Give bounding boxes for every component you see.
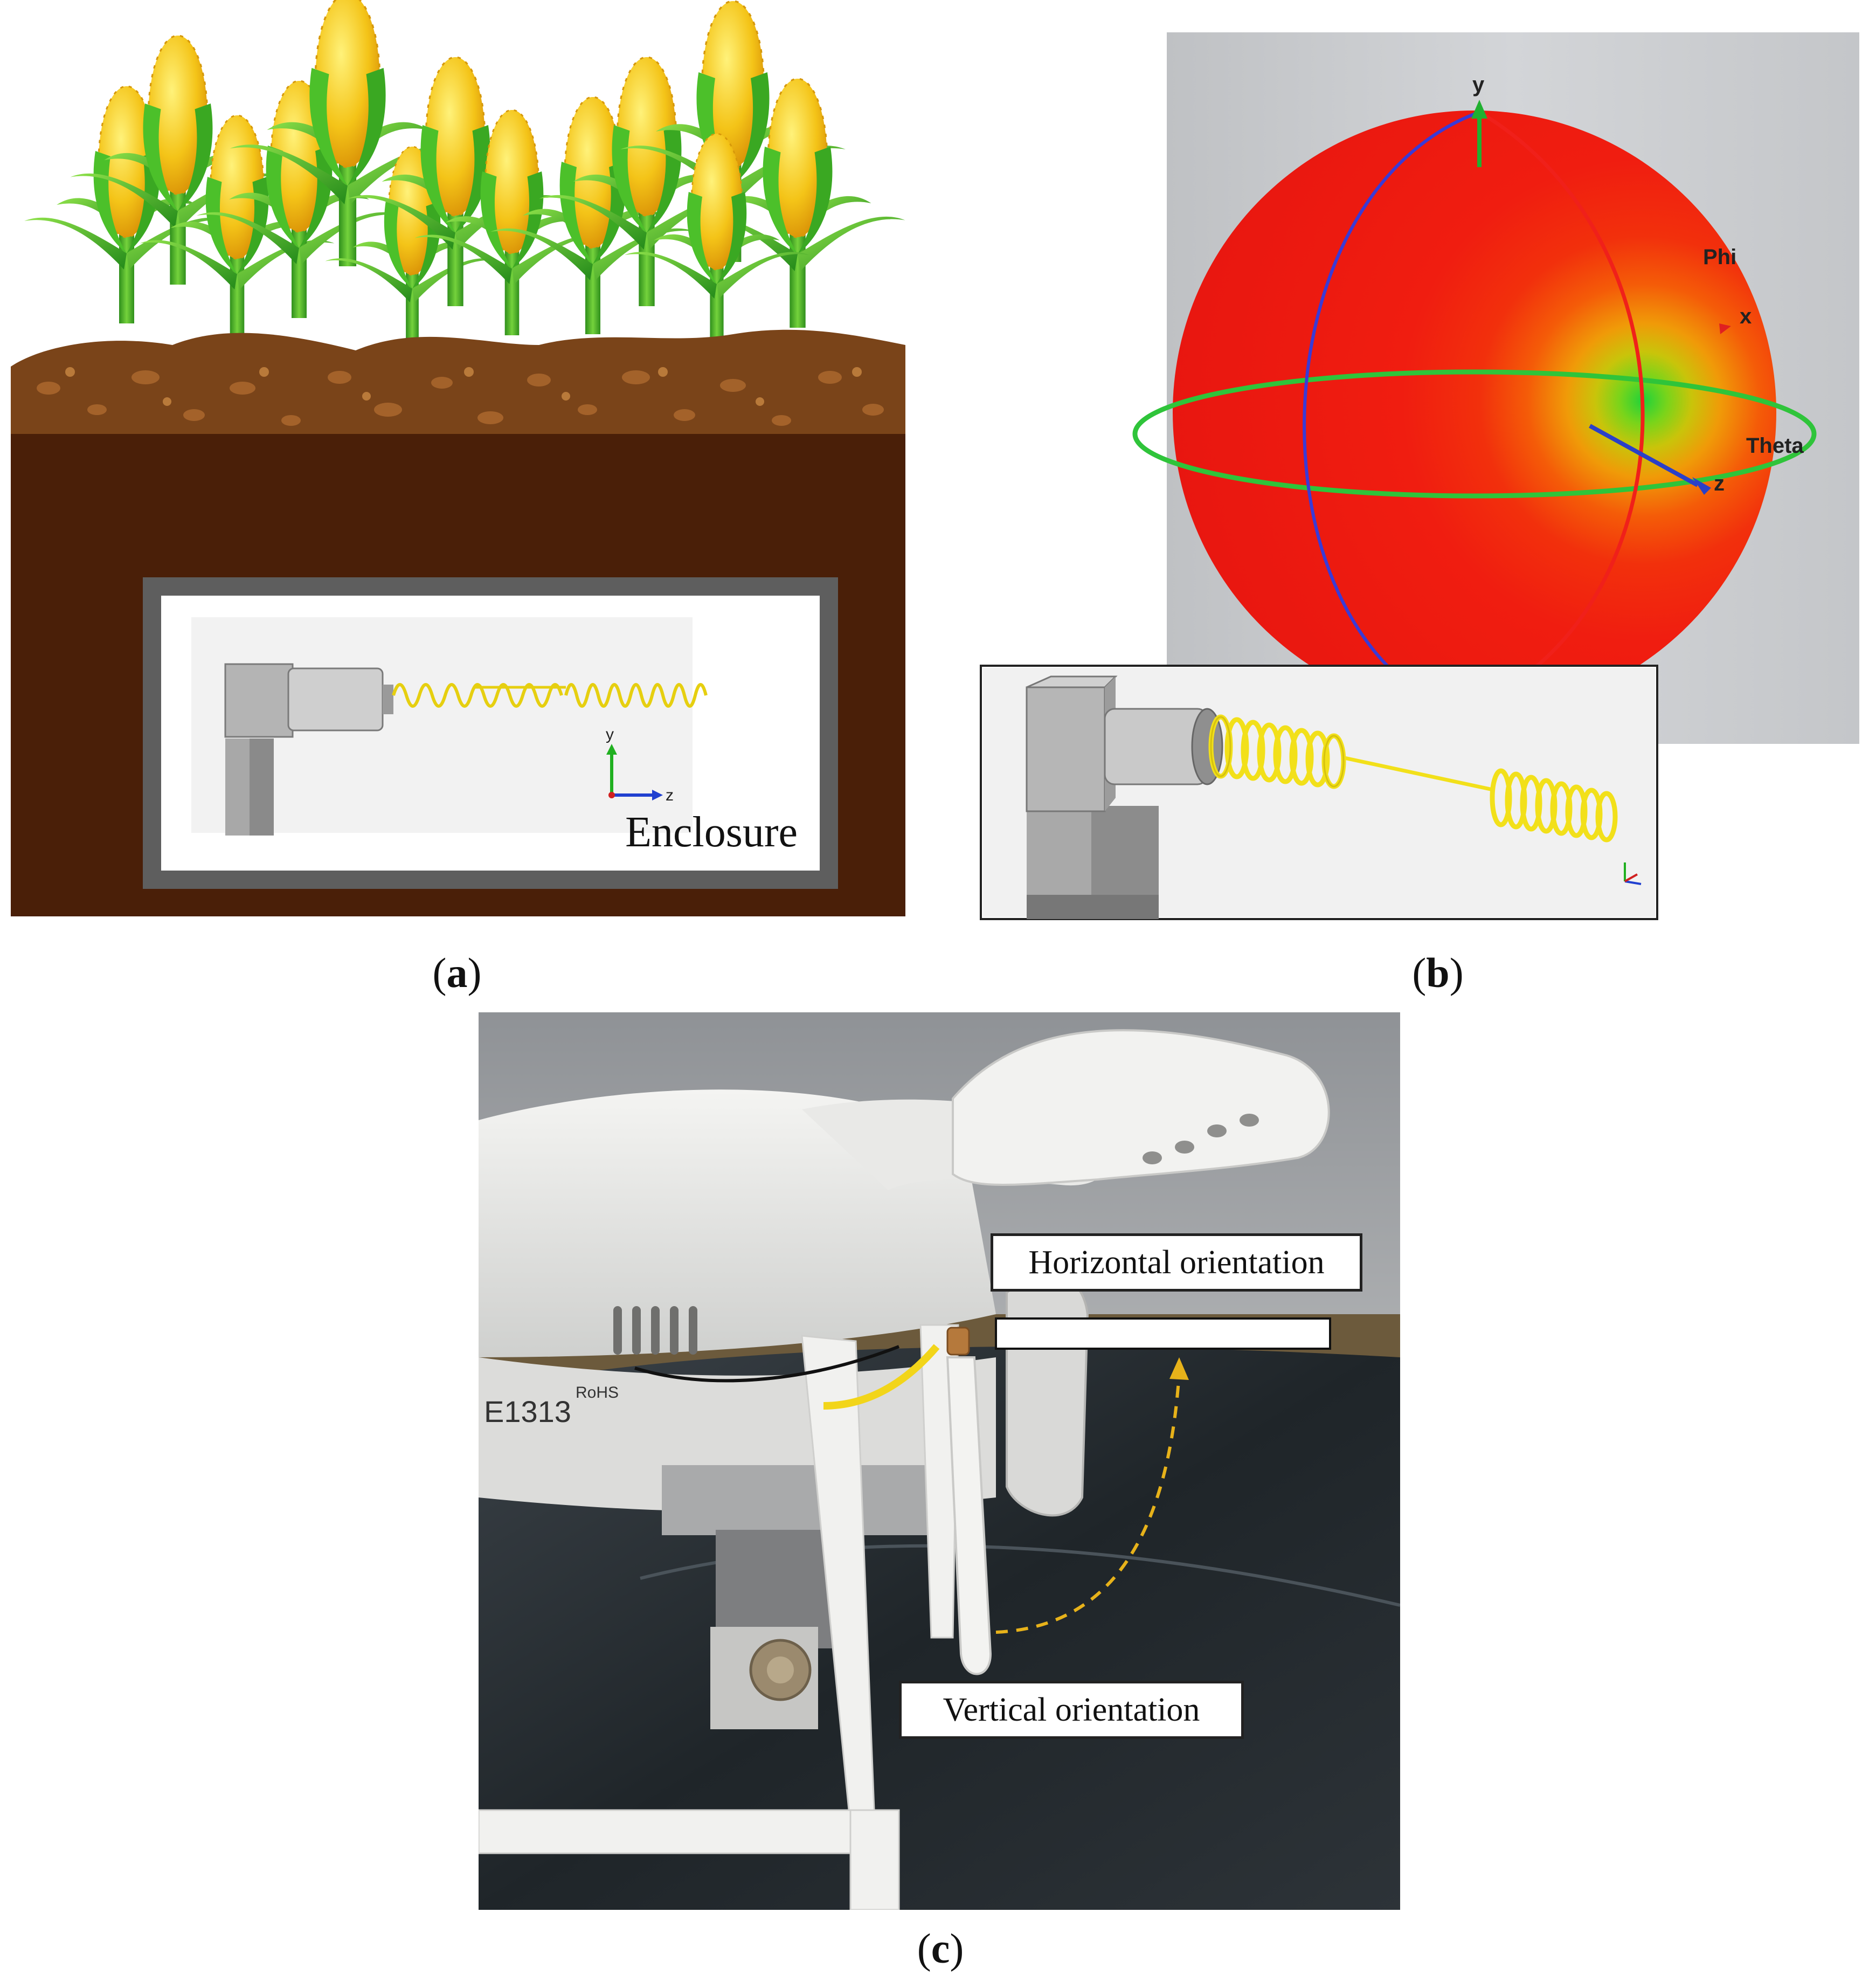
soil-pebbles xyxy=(37,370,884,426)
theta-ring xyxy=(1132,369,1817,499)
caption-c: (c) xyxy=(917,1925,964,1972)
axis-x-label-b: x xyxy=(1740,305,1752,328)
landing-gear xyxy=(479,1324,959,1910)
theta-label: Theta xyxy=(1746,434,1804,458)
axis-z-label-b: z xyxy=(1714,472,1725,495)
phi-meridian xyxy=(1303,111,1480,714)
horizontal-orientation-label: Horizontal orientation xyxy=(991,1233,1362,1292)
drone-body: E1313 RoHS xyxy=(479,1029,1330,1512)
axes-triad-a xyxy=(606,744,663,800)
radiation-sphere xyxy=(1173,111,1776,714)
horizontal-antenna-marker xyxy=(995,1317,1331,1350)
z-axis-arrow xyxy=(1589,424,1699,487)
phi-label: Phi xyxy=(1703,245,1736,269)
drone-photo: E1313 RoHS xyxy=(479,1012,1400,1910)
enclosure-label: Enclosure xyxy=(625,809,798,856)
gimbal-camera xyxy=(662,1465,931,1729)
helical-antenna-icon xyxy=(392,683,708,708)
axis-y-label-a: y xyxy=(606,726,614,743)
caption-a: (a) xyxy=(432,949,482,996)
rotation-arrow xyxy=(995,1373,1181,1634)
device-label-e1313: E1313 xyxy=(484,1395,571,1428)
panel-b: y x z Phi Theta xyxy=(975,32,1859,927)
helical-coil-3d-icon xyxy=(1208,714,1618,843)
corn-field xyxy=(23,0,905,349)
axes-triad-b xyxy=(1624,862,1642,885)
dipole-antenna xyxy=(946,1327,992,1675)
axis-y-label-b: y xyxy=(1472,73,1485,96)
caption-b: (b) xyxy=(1412,949,1464,996)
device-label-rohs: RoHS xyxy=(576,1384,619,1402)
x-axis-arrow xyxy=(1719,323,1731,334)
antenna-3d-inset xyxy=(980,665,1658,920)
radiation-pattern-view: y x z Phi Theta xyxy=(980,32,1859,920)
vertical-orientation-label: Vertical orientation xyxy=(899,1681,1244,1739)
axis-z-label-a: z xyxy=(666,786,674,804)
sma-connector-icon xyxy=(224,663,393,836)
panel-c: E1313 RoHS H xyxy=(479,1012,1400,1910)
yellow-cable-tie xyxy=(823,1344,940,1410)
soil-scene: y z Enclosure xyxy=(11,0,905,916)
panel-a: y z Enclosure xyxy=(11,0,905,927)
